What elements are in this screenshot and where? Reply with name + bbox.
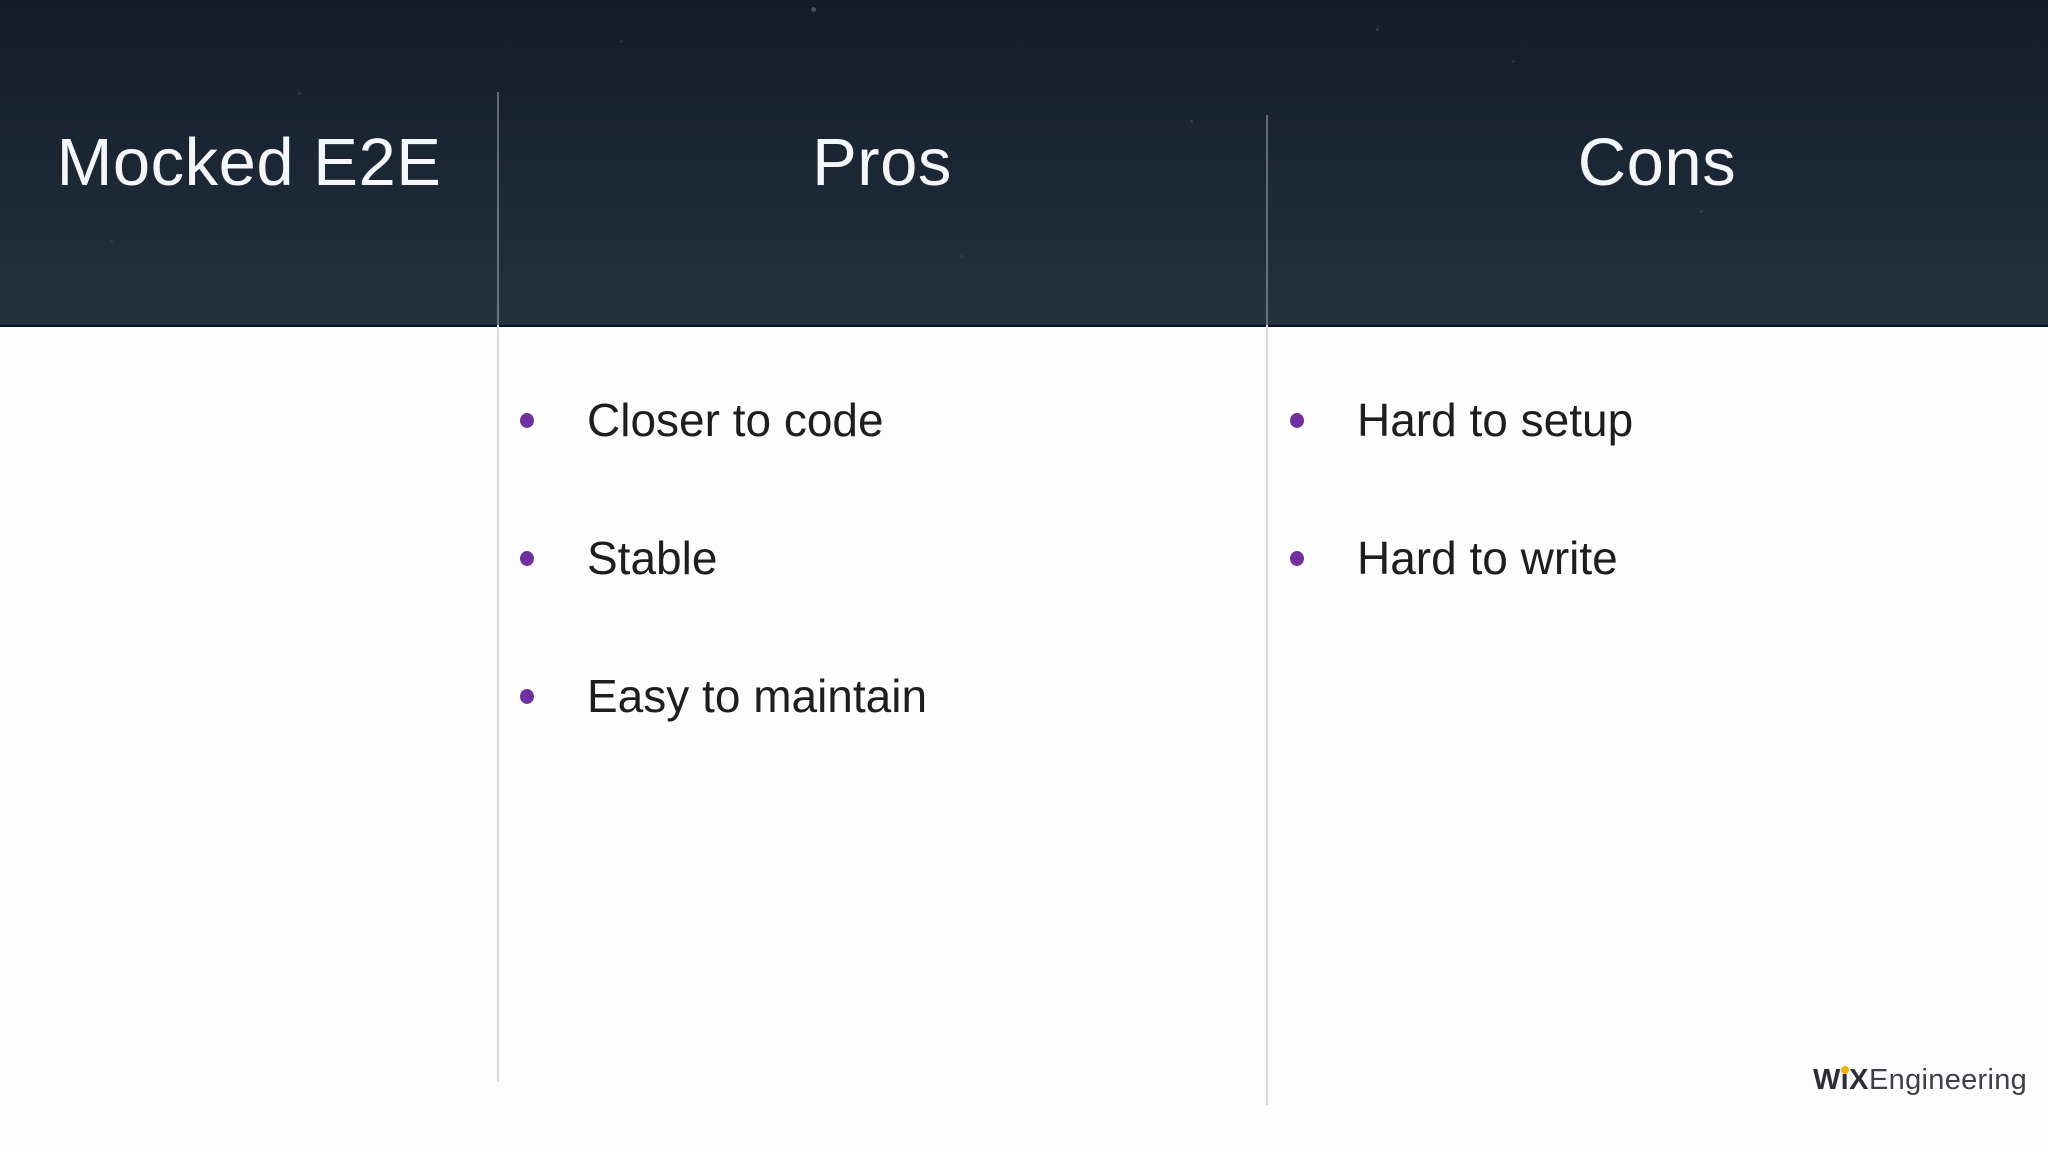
list-item-label: Stable (587, 532, 718, 584)
list-item: Hard to setup (1290, 351, 1633, 489)
header-cell-pros: Pros (498, 0, 1266, 325)
list-item-label: Closer to code (587, 394, 884, 446)
list-item-label: Hard to write (1357, 532, 1618, 584)
bullet-dot-icon (520, 688, 534, 704)
pros-column-title: Pros (812, 125, 952, 200)
slide-title: Mocked E2E (56, 125, 442, 200)
slide-header-band (0, 0, 2048, 327)
column-divider-2 (1266, 115, 1268, 1105)
bullet-dot-icon (520, 550, 534, 566)
header-cell-mocked-e2e: Mocked E2E (0, 0, 498, 325)
header-cell-cons: Cons (1266, 0, 2048, 325)
bullet-dot-icon (1290, 550, 1304, 566)
list-item-label: Hard to setup (1357, 394, 1634, 446)
list-item: Stable (520, 489, 927, 627)
list-item: Easy to maintain (520, 627, 927, 765)
list-item-label: Easy to maintain (587, 670, 928, 722)
wix-logo-wordmark: WiX (1813, 1064, 1869, 1097)
list-item: Hard to write (1290, 489, 1633, 627)
bullet-dot-icon (520, 412, 534, 428)
bullet-dot-icon (1290, 412, 1304, 428)
wix-logo-bold-text: WiX (1813, 1064, 1870, 1096)
column-divider-1 (497, 92, 499, 1082)
wix-logo-engineering-text: Engineering (1869, 1064, 2028, 1096)
cons-list: Hard to setup Hard to write (1290, 351, 1633, 627)
wix-engineering-logo: WiX Engineering (1813, 1064, 2027, 1097)
wix-logo-yellow-dot-icon (1841, 1066, 1849, 1074)
cons-column-title: Cons (1577, 125, 1737, 200)
list-item: Closer to code (520, 351, 927, 489)
pros-list: Closer to code Stable Easy to maintain (520, 351, 927, 765)
